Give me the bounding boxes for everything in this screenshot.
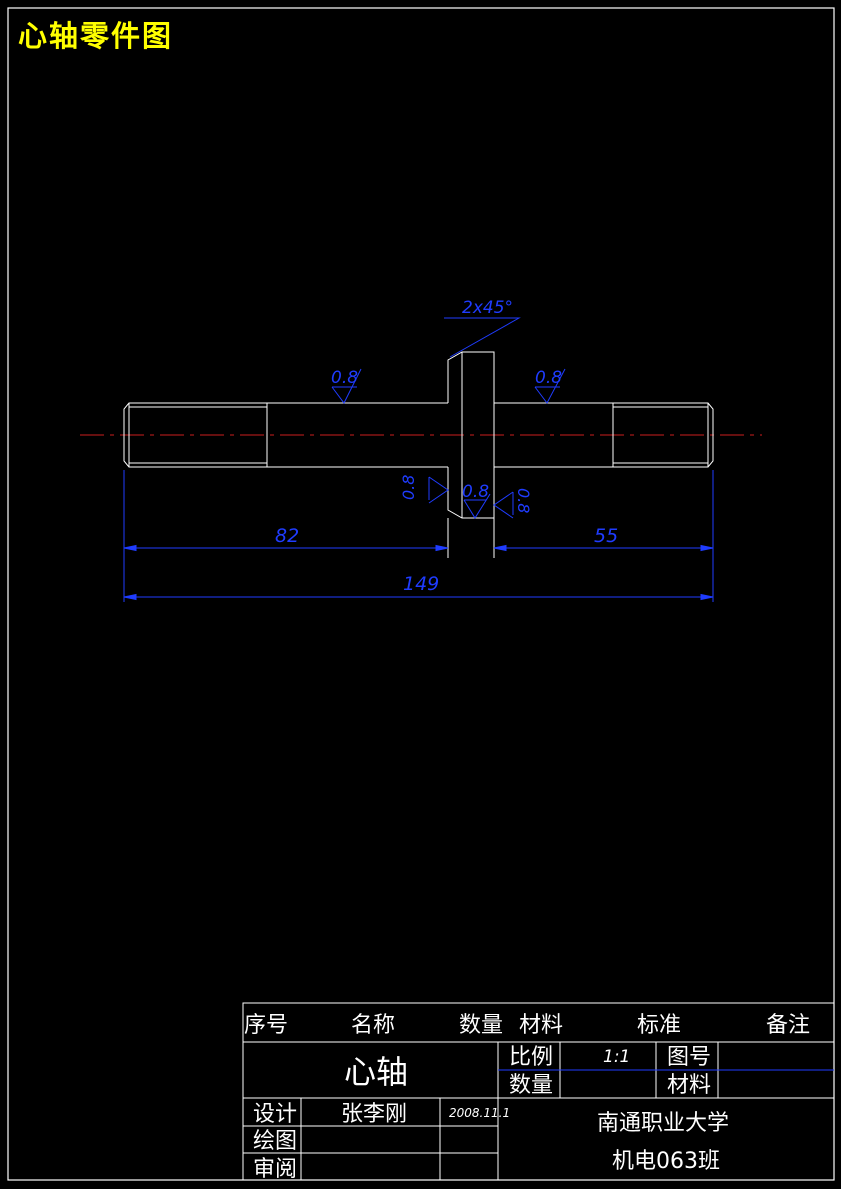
- roughness-label-collar-right: 0.8: [514, 488, 533, 513]
- header-material: 材料: [519, 1013, 563, 1038]
- scale-label: 比例: [509, 1045, 553, 1070]
- header-remark: 备注: [766, 1013, 810, 1038]
- scale-value: 1:1: [603, 1047, 630, 1067]
- part-name: 心轴: [344, 1053, 408, 1091]
- design-label: 设计: [253, 1102, 297, 1127]
- header-name: 名称: [351, 1013, 395, 1038]
- roughness-symbol-collar-mid: [463, 493, 491, 519]
- school-name: 南通职业大学: [597, 1111, 729, 1136]
- dimension-total-length: 149: [403, 573, 439, 595]
- chamfer-leader: [444, 317, 521, 358]
- roughness-label-collar-mid: 0.8: [462, 482, 489, 502]
- drawing-no-label: 图号: [667, 1045, 711, 1070]
- roughness-label-collar-left: 0.8: [399, 475, 418, 500]
- extension-lines: [123, 470, 714, 602]
- material-label: 材料: [667, 1073, 711, 1098]
- quantity-label: 数量: [509, 1073, 553, 1098]
- class-name: 机电063班: [612, 1149, 720, 1174]
- designer-name: 张李刚: [341, 1102, 407, 1127]
- header-standard: 标准: [637, 1013, 681, 1038]
- dimension-right-length: 55: [594, 525, 618, 547]
- dimension-left-length: 82: [275, 525, 299, 547]
- title-block: 序号 名称 数量 材料 标准 备注 心轴 比例 1:1 图号 数量 材料 设计 …: [242, 1002, 835, 1182]
- check-label: 审阅: [253, 1157, 297, 1182]
- roughness-symbol-collar-left: [428, 476, 449, 504]
- roughness-label-left: 0.8: [331, 368, 358, 388]
- page-title: 心轴零件图: [18, 19, 173, 53]
- shaft-outline: [123, 351, 714, 519]
- roughness-symbol-collar-right: [493, 491, 514, 519]
- header-no: 序号: [244, 1013, 288, 1038]
- roughness-label-right: 0.8: [535, 368, 562, 388]
- chamfer-label: 2x45°: [462, 298, 513, 318]
- design-date: 2008.11.1: [449, 1106, 510, 1120]
- roughness-symbol-right: [534, 368, 566, 404]
- roughness-symbol-left: [331, 368, 362, 404]
- draw-label: 绘图: [253, 1129, 297, 1154]
- header-qty: 数量: [459, 1013, 503, 1038]
- dimension-lines: [123, 544, 714, 601]
